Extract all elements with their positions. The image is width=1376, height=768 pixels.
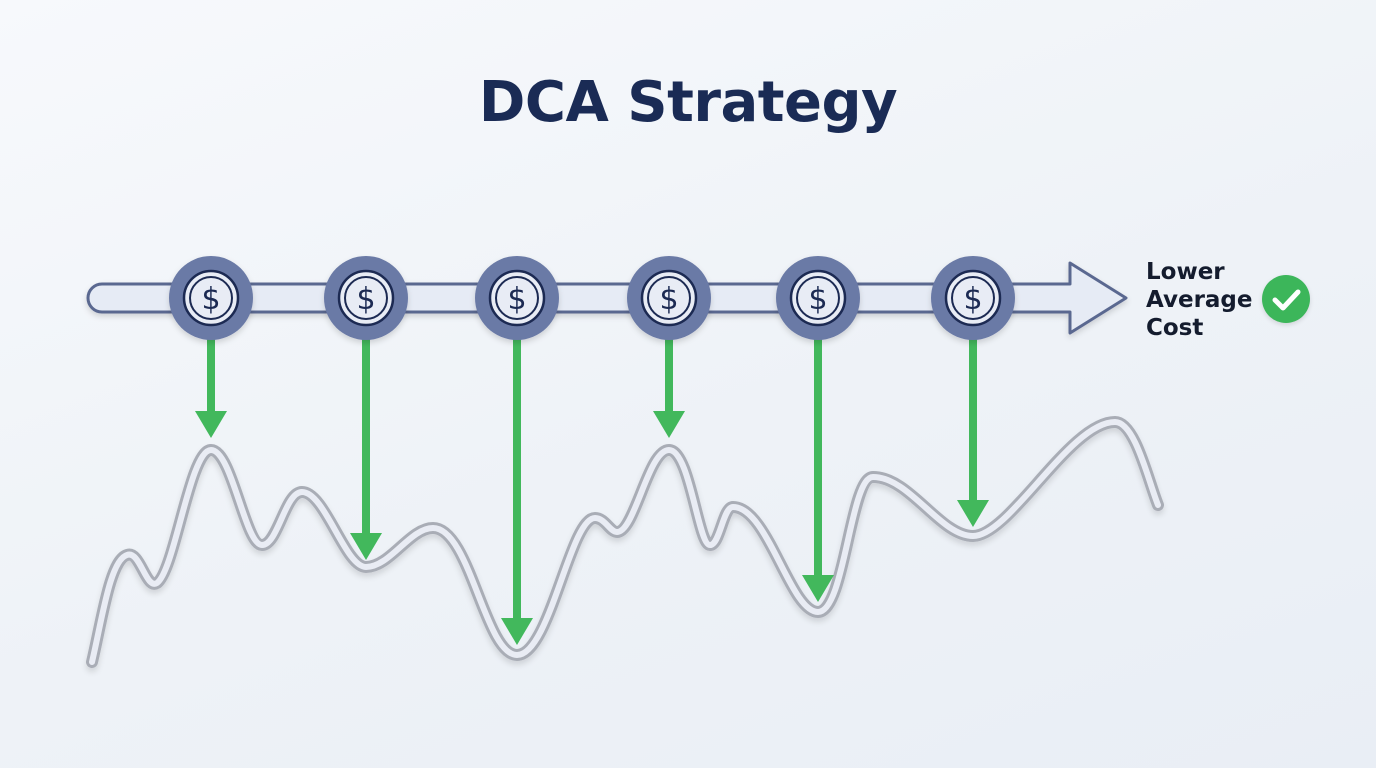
coins: $ $ $ $ $ $ bbox=[169, 256, 1015, 340]
buy-arrows bbox=[195, 335, 989, 645]
result-line-2: Average bbox=[1146, 287, 1253, 313]
dollar-coin-icon: $ bbox=[627, 256, 711, 340]
result-line-1: Lower bbox=[1146, 259, 1225, 285]
svg-text:$: $ bbox=[963, 282, 982, 317]
dollar-coin-icon: $ bbox=[776, 256, 860, 340]
dollar-coin-icon: $ bbox=[169, 256, 253, 340]
buy-arrow-2 bbox=[350, 335, 382, 560]
result-label: Lower Average Cost bbox=[1146, 258, 1253, 342]
svg-text:$: $ bbox=[659, 282, 678, 317]
timeline-arrow bbox=[86, 261, 1128, 335]
dollar-coin-icon: $ bbox=[931, 256, 1015, 340]
dollar-coin-icon: $ bbox=[475, 256, 559, 340]
buy-arrow-6 bbox=[957, 335, 989, 527]
buy-arrow-4 bbox=[653, 335, 685, 438]
buy-arrow-3 bbox=[501, 335, 533, 645]
svg-text:$: $ bbox=[808, 282, 827, 317]
svg-text:$: $ bbox=[356, 282, 375, 317]
result-line-3: Cost bbox=[1146, 315, 1204, 341]
svg-text:$: $ bbox=[201, 282, 220, 317]
dollar-coin-icon: $ bbox=[324, 256, 408, 340]
svg-text:$: $ bbox=[507, 282, 526, 317]
check-circle-icon bbox=[1262, 275, 1310, 323]
page-title: DCA Strategy bbox=[478, 70, 898, 135]
buy-arrow-1 bbox=[195, 335, 227, 438]
buy-arrow-5 bbox=[802, 335, 834, 602]
price-line bbox=[86, 416, 1164, 668]
